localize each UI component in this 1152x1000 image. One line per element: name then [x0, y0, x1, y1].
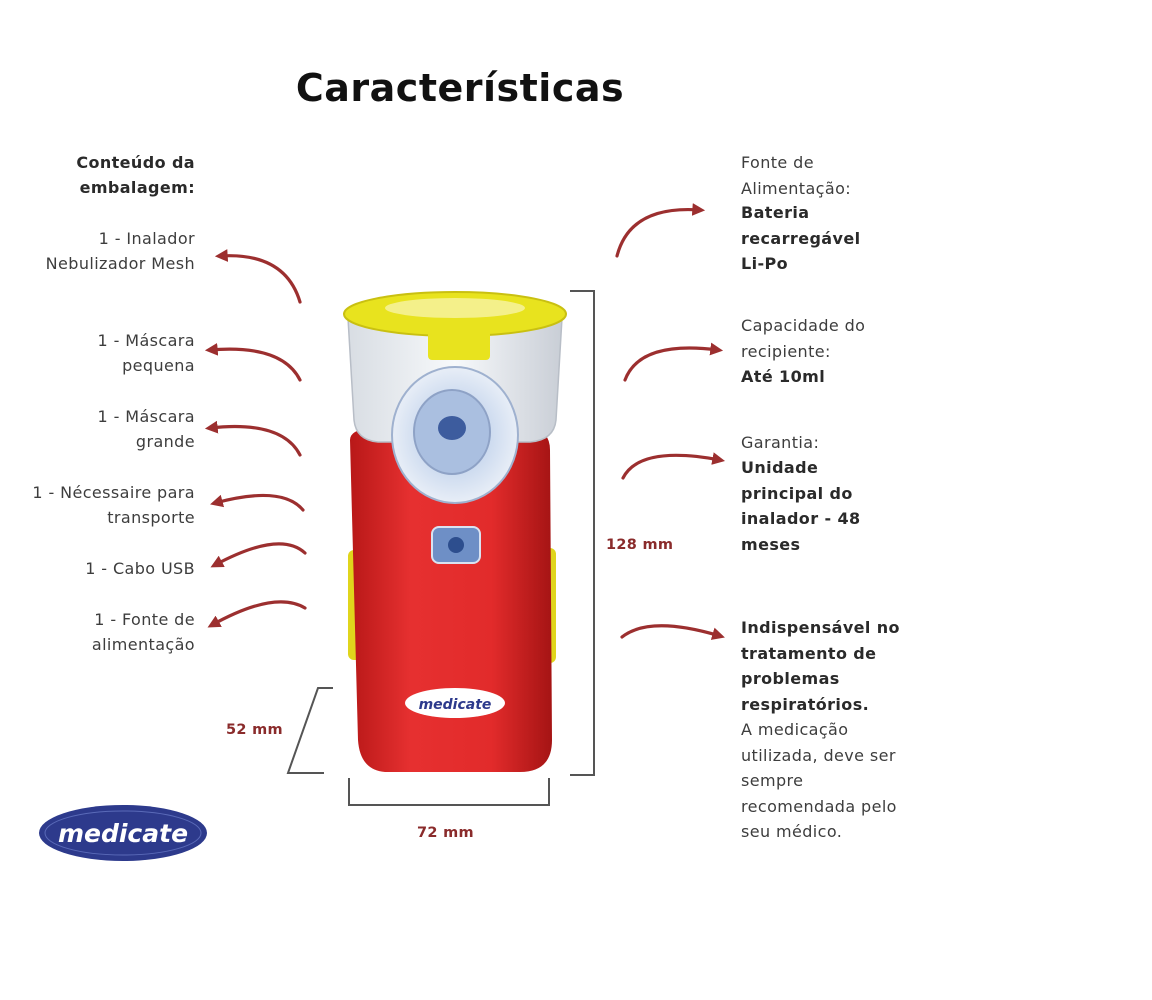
- curved-arrow-icon: [210, 542, 307, 568]
- package-heading: Conteúdo da embalagem:: [76, 153, 195, 197]
- package-item-small-mask: 1 - Máscara pequena: [97, 331, 195, 375]
- brand-logo: medicate: [39, 805, 207, 861]
- curved-arrow-icon: [620, 624, 725, 640]
- package-item-power-supply: 1 - Fonte de alimentação: [91, 610, 195, 654]
- package-item-inhaler: 1 - Inalador Nebulizador Mesh: [45, 229, 195, 273]
- device-label: medicate: [419, 697, 492, 713]
- curved-arrow-icon: [204, 420, 302, 457]
- curved-arrow-icon: [623, 342, 724, 382]
- dimension-depth-line: [286, 687, 333, 774]
- curved-arrow-icon: [621, 452, 726, 480]
- spec-capacity-label: Capacidade do recipiente:: [741, 316, 866, 361]
- package-item-travel-case: 1 - Nécessaire para transporte: [32, 483, 195, 527]
- nebulizer-device: medicate: [343, 291, 567, 772]
- spec-power-label: Fonte de Alimentação:: [741, 153, 852, 198]
- dimension-height-label: 128 mm: [606, 537, 674, 553]
- page-title: Características: [295, 66, 625, 110]
- spec-power-value: Bateria recarregável Li-Po: [741, 203, 861, 273]
- curved-arrow-icon: [207, 600, 307, 628]
- brand-logo-text: medicate: [58, 819, 188, 848]
- package-item-large-mask: 1 - Máscara grande: [97, 407, 195, 451]
- spec-capacity-value: Até 10ml: [741, 367, 826, 386]
- dimension-height-line: [570, 290, 595, 776]
- spec-note-bold: Indispensável no tratamento de problemas…: [741, 618, 900, 714]
- package-item-usb-cable: 1 - Cabo USB: [85, 559, 195, 578]
- curved-arrow-icon: [615, 203, 706, 258]
- dimension-width-label: 72 mm: [417, 825, 474, 841]
- curved-arrow-icon: [214, 249, 302, 304]
- spec-warranty-label: Garantia:: [741, 433, 820, 452]
- curved-arrow-icon: [210, 493, 305, 512]
- spec-note-text: A medicação utilizada, deve ser sempre r…: [741, 720, 897, 841]
- dimension-width-line: [348, 778, 550, 806]
- spec-warranty-value: Unidade principal do inalador - 48 meses: [741, 458, 861, 554]
- curved-arrow-icon: [204, 342, 302, 382]
- dimension-depth-label: 52 mm: [226, 722, 283, 738]
